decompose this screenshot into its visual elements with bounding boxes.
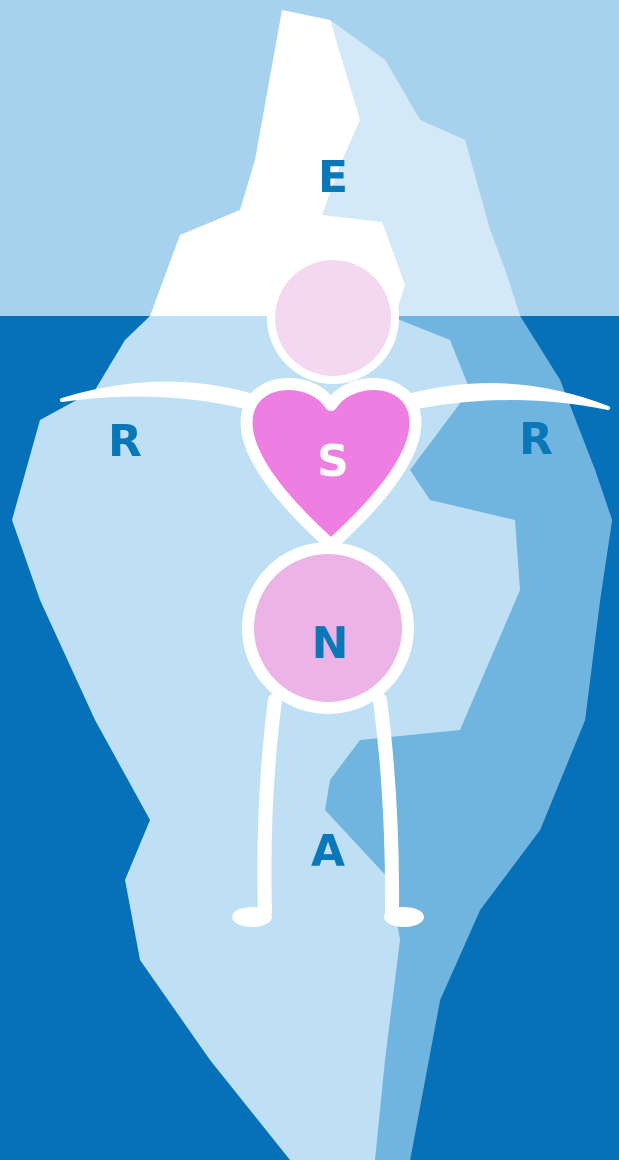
head-circle [271, 256, 395, 380]
left-foot [232, 907, 272, 927]
right-foot [384, 907, 424, 927]
top-letter: E [303, 156, 363, 200]
heart-letter: S [303, 440, 363, 484]
belly-letter: N [300, 622, 360, 666]
base-letter: A [298, 830, 358, 874]
left-letter: R [95, 420, 155, 464]
right-letter: R [506, 418, 566, 462]
